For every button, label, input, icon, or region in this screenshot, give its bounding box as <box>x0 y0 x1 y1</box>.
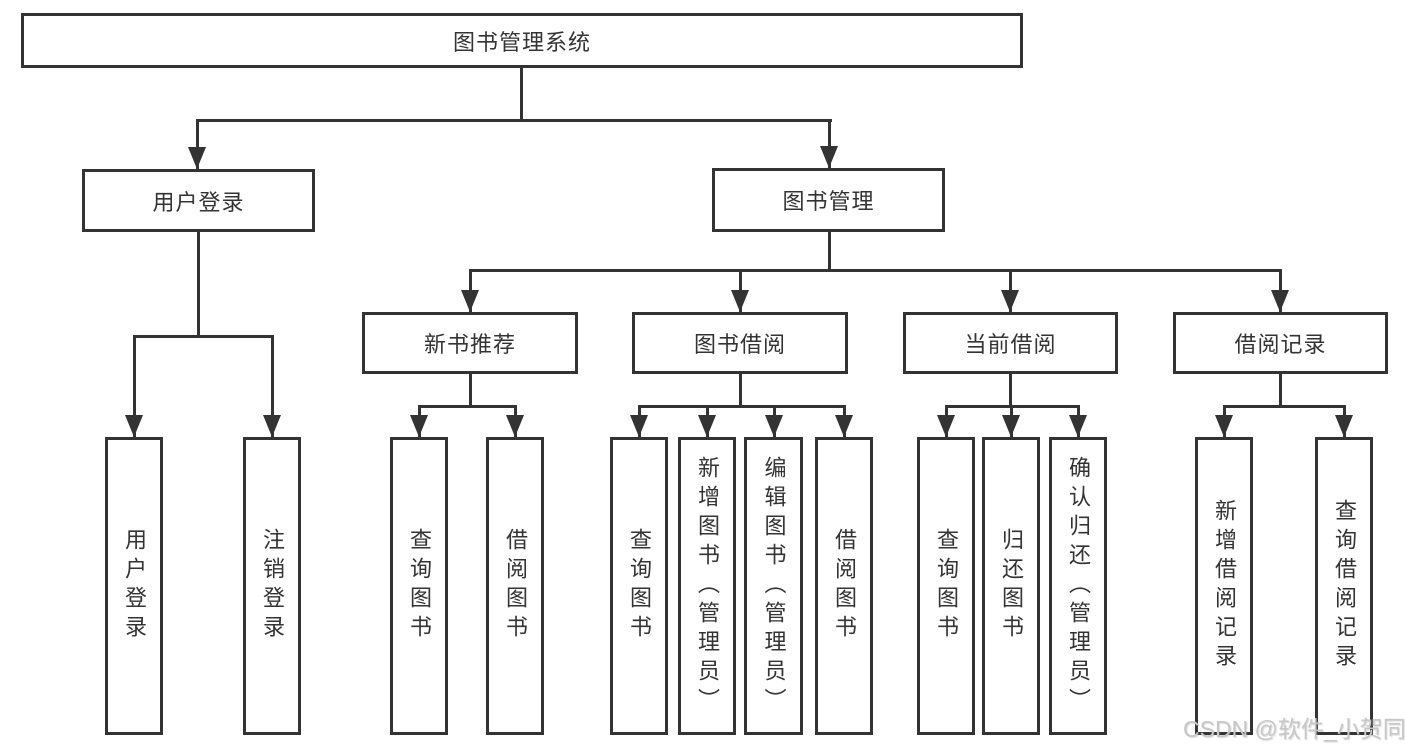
connector-g4-stem <box>1009 374 1012 408</box>
connector-login-rail <box>133 335 274 338</box>
leaf-borrow-books-2: 借阅图书 <box>815 437 873 735</box>
arrowhead-down-icon <box>698 415 716 437</box>
arrowhead-down-icon <box>410 415 428 437</box>
leaf-add-borrow-record: 新增借阅记录 <box>1195 437 1253 735</box>
node-current-borrow: 当前借阅 <box>903 312 1118 374</box>
node-borrow-record: 借阅记录 <box>1173 312 1388 374</box>
connector-root-drop-right <box>828 119 831 168</box>
connector-g5-stem <box>1279 374 1282 408</box>
leaf-logout: 注销登录 <box>243 437 301 735</box>
leaf-query-books-2: 查询图书 <box>610 437 668 735</box>
arrowhead-down-icon <box>1069 415 1087 437</box>
arrowhead-down-icon <box>731 290 749 312</box>
arrowhead-down-icon <box>937 415 955 437</box>
arrowhead-down-icon <box>263 415 281 437</box>
leaf-add-books-admin: 新增图书（管理员） <box>678 437 736 735</box>
arrowhead-down-icon <box>1271 290 1289 312</box>
connector-g2-stem <box>469 374 472 408</box>
leaf-query-borrow-record: 查询借阅记录 <box>1315 437 1373 735</box>
connector-login-drop-1 <box>133 335 136 437</box>
arrowhead-down-icon <box>630 415 648 437</box>
connector-root-drop-left <box>196 119 199 169</box>
node-root: 图书管理系统 <box>21 13 1023 68</box>
arrowhead-down-icon <box>125 415 143 437</box>
connector-g5-rail <box>1223 405 1346 408</box>
arrowhead-down-icon <box>835 415 853 437</box>
arrowhead-down-icon <box>1335 415 1353 437</box>
connector-g3-rail <box>638 405 846 408</box>
connector-mgmt-rail <box>469 269 1282 272</box>
connector-root-stem <box>520 66 523 122</box>
arrowhead-down-icon <box>1002 415 1020 437</box>
arrowhead-down-icon <box>188 147 206 169</box>
connector-root-rail <box>196 119 832 122</box>
connector-login-stem <box>197 232 200 338</box>
arrowhead-down-icon <box>506 415 524 437</box>
arrowhead-down-icon <box>765 415 783 437</box>
node-book-management: 图书管理 <box>712 168 945 232</box>
arrowhead-down-icon <box>820 146 838 168</box>
leaf-edit-books-admin: 编辑图书（管理员） <box>744 437 803 735</box>
leaf-query-books-3: 查询图书 <box>917 437 975 735</box>
leaf-return-books: 归还图书 <box>982 437 1040 735</box>
arrowhead-down-icon <box>1001 290 1019 312</box>
node-book-borrow: 图书借阅 <box>632 312 848 374</box>
leaf-borrow-books-1: 借阅图书 <box>486 437 544 735</box>
arrowhead-down-icon <box>461 290 479 312</box>
leaf-query-books-1: 查询图书 <box>390 437 448 735</box>
connector-g2-rail <box>418 405 517 408</box>
leaf-user-login: 用户登录 <box>105 437 163 735</box>
connector-g3-stem <box>739 374 742 408</box>
csdn-watermark: CSDN @软件_小贺同学 <box>1183 716 1405 742</box>
node-user-login: 用户登录 <box>82 169 315 232</box>
connector-mgmt-stem <box>828 232 831 272</box>
connector-login-drop-2 <box>271 335 274 437</box>
leaf-confirm-return-admin: 确认归还（管理员） <box>1049 437 1107 735</box>
node-new-book-recommend: 新书推荐 <box>362 312 578 374</box>
arrowhead-down-icon <box>1215 415 1233 437</box>
